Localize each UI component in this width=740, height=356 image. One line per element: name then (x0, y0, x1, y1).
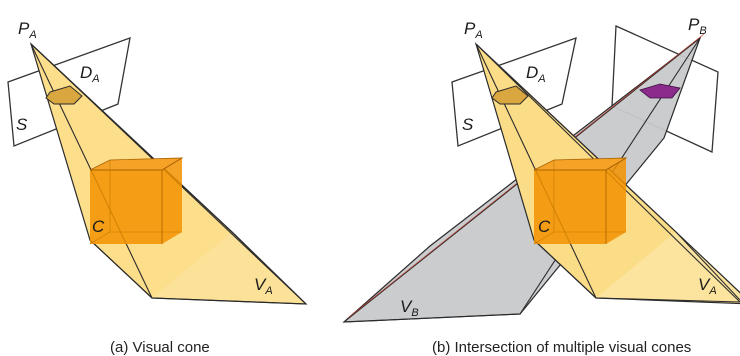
silhouette-b (639, 83, 681, 99)
label-vb-b: VB (400, 297, 419, 319)
label-da-b: DA (526, 63, 546, 85)
label-va-a: VA (254, 275, 273, 297)
panel-b: PA PB S DA C VA VB (b) Intersection of m… (342, 15, 740, 356)
label-da-a: DA (80, 63, 100, 85)
image-plane-a-b (451, 36, 577, 147)
object-c-a (89, 157, 184, 245)
label-pa-b: PA (464, 19, 483, 41)
label-va-b: VA (698, 275, 717, 297)
label-c-a: C (92, 217, 105, 236)
caption-b: (b) Intersection of multiple visual cone… (432, 339, 691, 356)
label-s-b: S (462, 115, 474, 134)
object-c-b (533, 157, 628, 245)
panel-a: PA S DA C VA (a) Visual cone (7, 19, 308, 356)
label-pa: PA (18, 19, 37, 41)
caption-a: (a) Visual cone (110, 339, 210, 356)
label-pb-b: PB (688, 15, 707, 37)
silhouette-a-b (491, 85, 529, 105)
silhouette-a (45, 85, 83, 105)
label-c-b: C (538, 217, 551, 236)
image-plane-a (7, 37, 131, 147)
label-s-a: S (16, 115, 28, 134)
